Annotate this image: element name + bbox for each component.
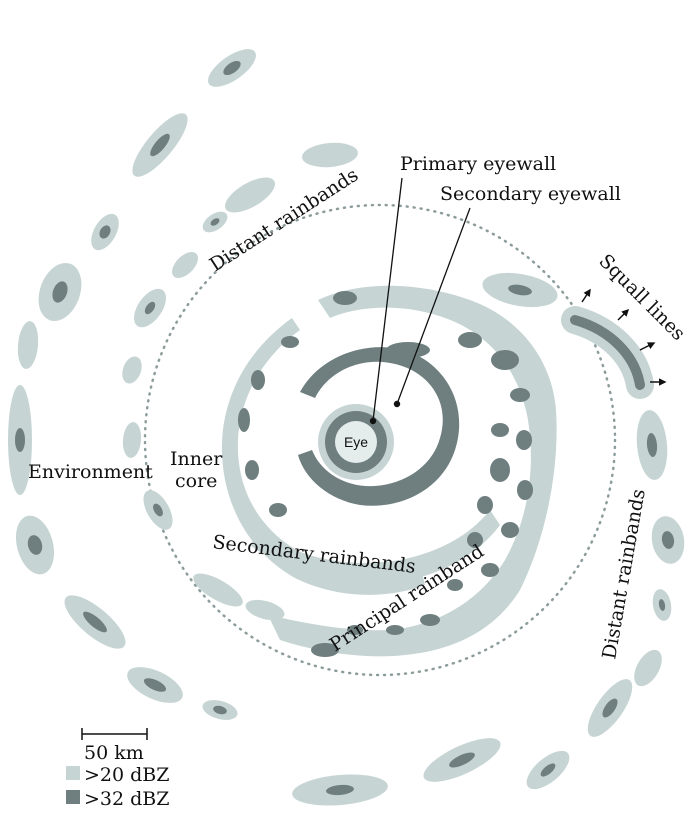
distant-rainbands-right xyxy=(292,410,685,806)
arrow-icon xyxy=(581,288,591,303)
arrow-icon xyxy=(639,342,656,351)
distant-rainbands-middle xyxy=(122,142,358,621)
legend-light-label: >20 dBZ xyxy=(84,764,169,786)
scale-label: 50 km xyxy=(84,742,144,764)
legend-swatch-light xyxy=(66,766,80,780)
scale-bar xyxy=(81,728,148,740)
legend-dark-label: >32 dBZ xyxy=(84,788,169,810)
distant-rainbands-outer-left xyxy=(8,49,256,720)
inner-core-boundary xyxy=(143,203,617,677)
eye-label: Eye xyxy=(344,434,368,450)
primary-eyewall: Eye xyxy=(318,404,394,480)
eye xyxy=(335,421,377,463)
arrow-icon xyxy=(617,308,630,321)
legend-swatch-dark xyxy=(66,790,80,804)
squall-line-band xyxy=(482,272,654,399)
squall-arrows xyxy=(581,288,667,386)
inner-core-rainbands xyxy=(221,285,557,657)
secondary-eyewall-label: Secondary eyewall xyxy=(440,183,621,205)
primary-eyewall-label: Primary eyewall xyxy=(400,153,556,175)
core-label: core xyxy=(175,470,217,492)
inner-label: Inner xyxy=(170,448,223,470)
leader-lines xyxy=(369,177,471,425)
legend: 50 km >20 dBZ >32 dBZ xyxy=(66,728,169,810)
environment-label: Environment xyxy=(28,461,153,483)
distant-rainbands-top-label: Distant rainbands xyxy=(206,164,362,276)
distant-rainbands-right-label: Distant rainbands xyxy=(598,487,650,661)
